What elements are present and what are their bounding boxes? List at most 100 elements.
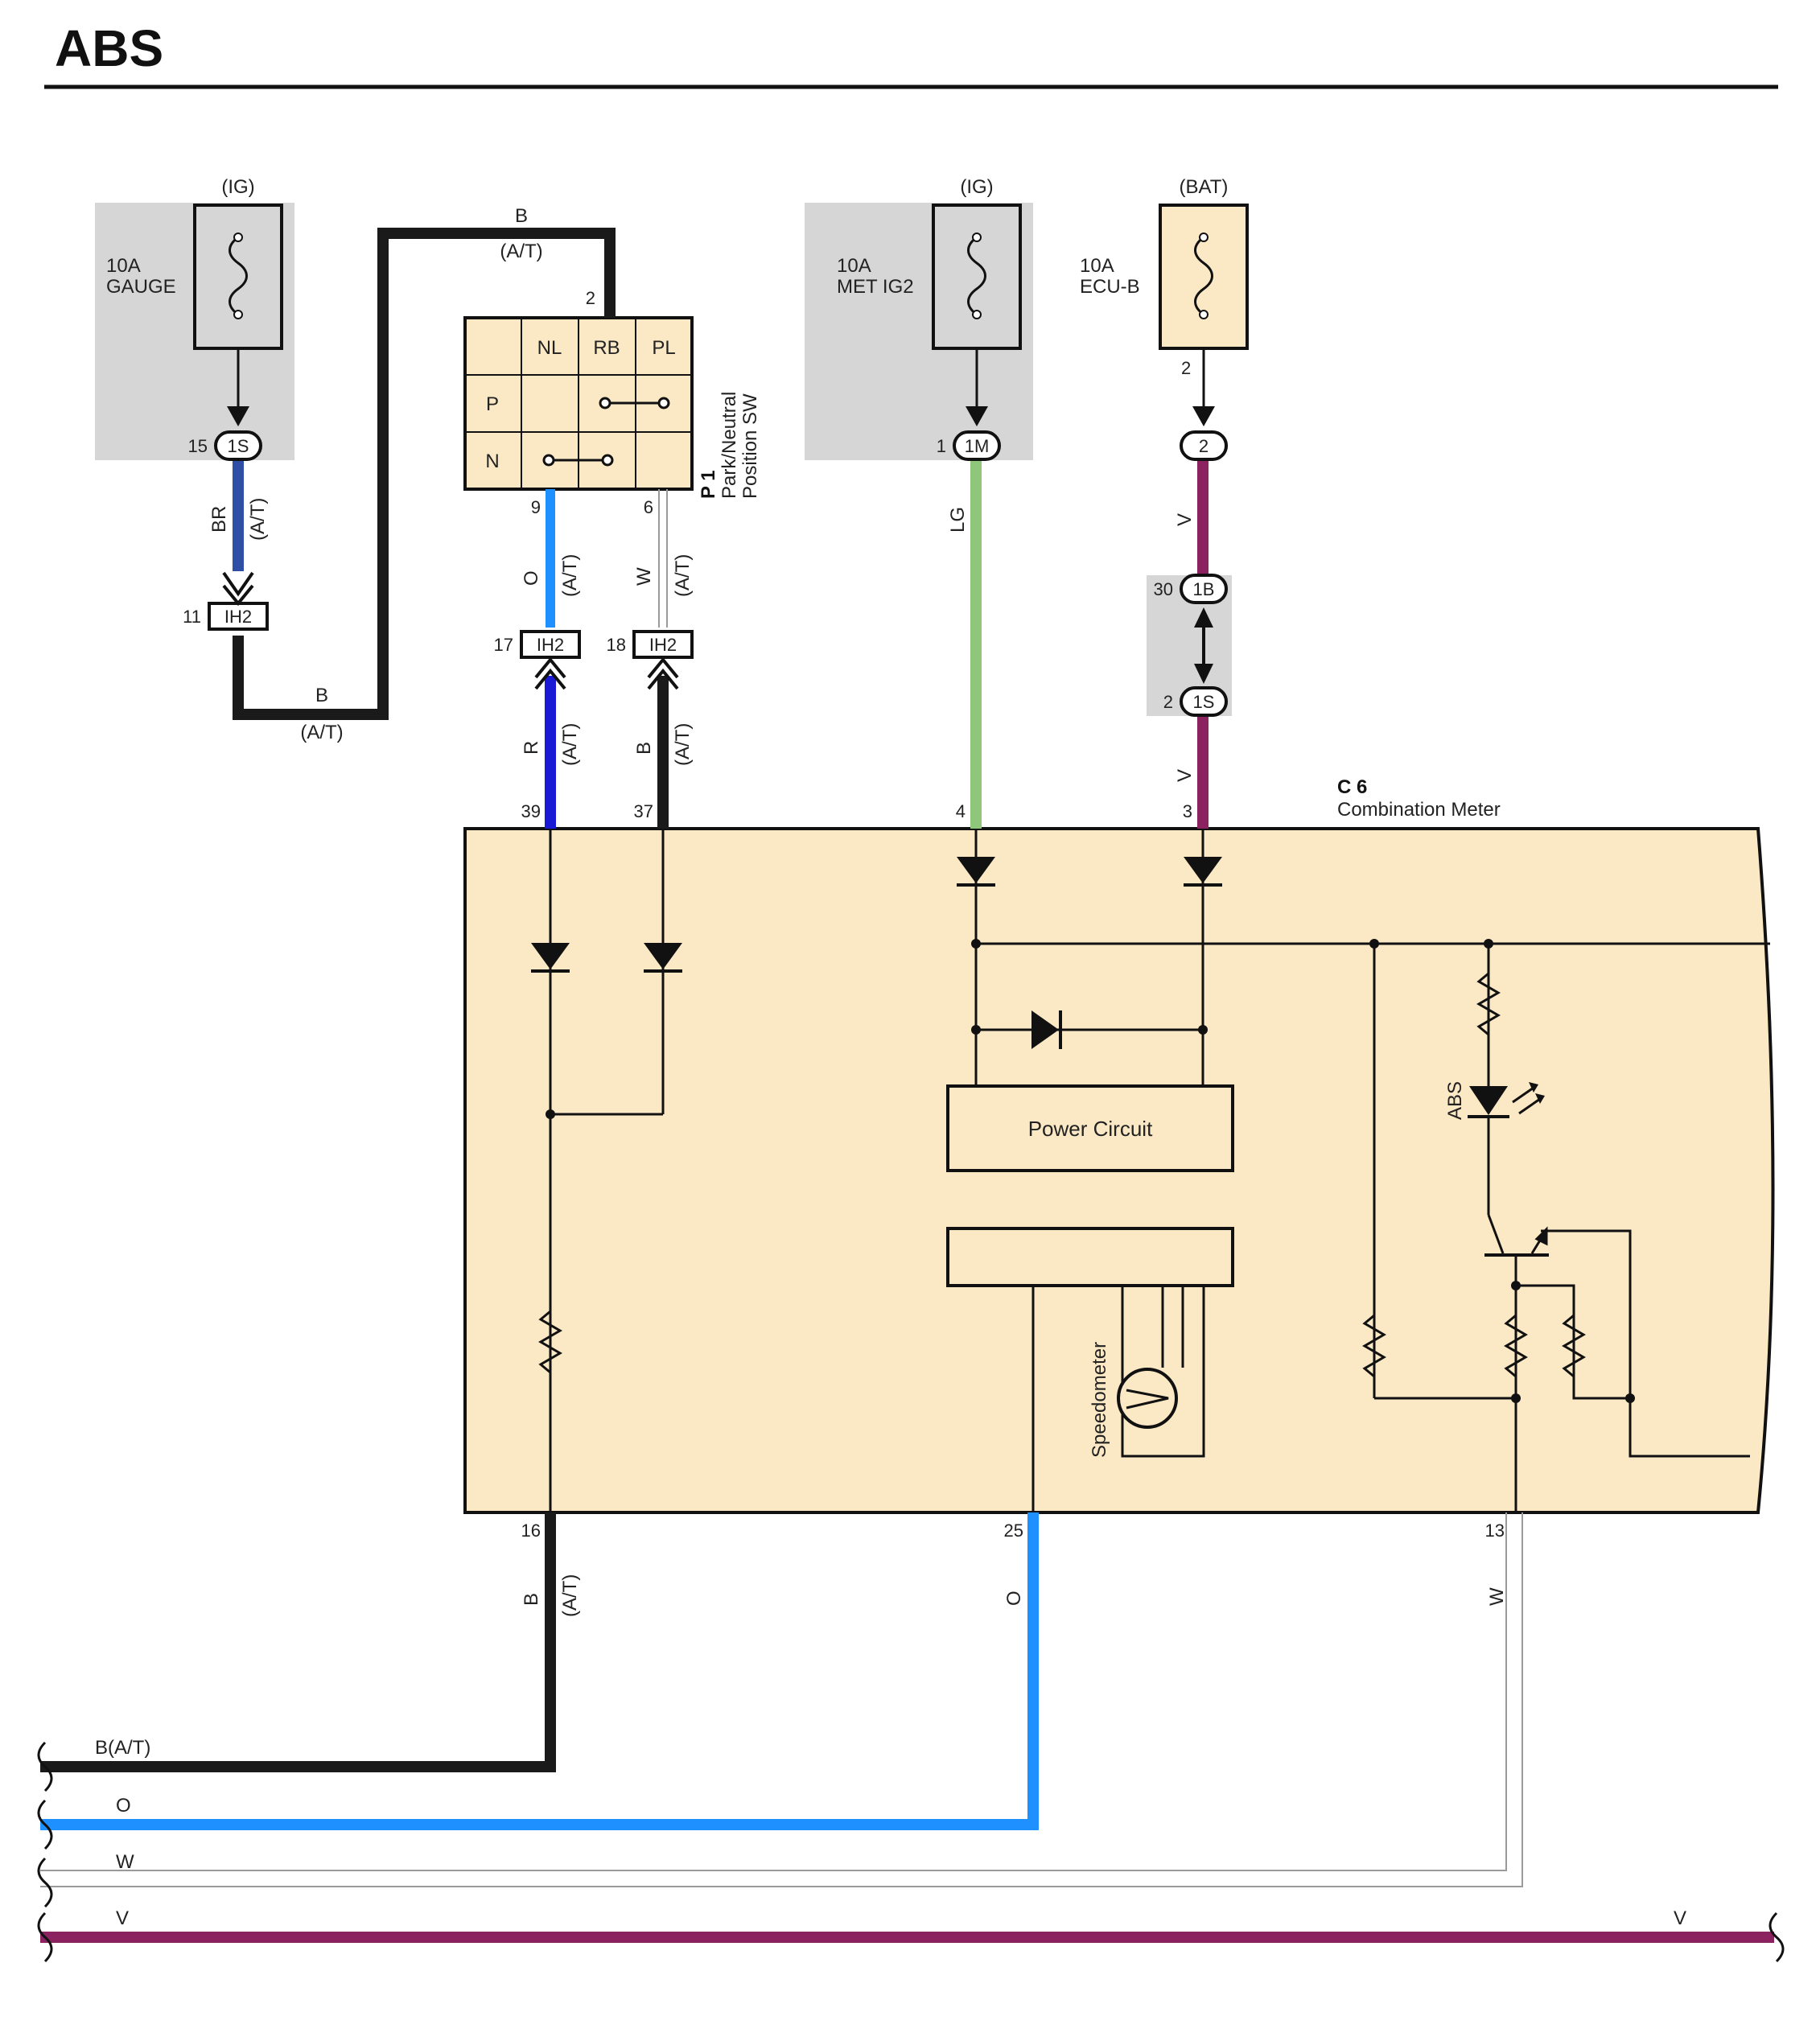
meter-diodes [531,857,1222,1049]
junction-block-shade-met [805,203,1033,460]
wire-label-r: R [521,741,542,755]
sw-col-nl: NL [537,337,562,359]
speedometer-label: Speedometer [1089,1342,1110,1458]
wire-label-b-16-at: (A/T) [559,1574,581,1617]
wire-label-b-bottom: B [315,685,328,706]
wire-label-b-16: B [521,1593,542,1606]
meter-pin-4: 4 [956,801,966,821]
connector-1s-lower-pin: 2 [1163,692,1173,712]
wire-label-o-25: O [1003,1591,1025,1606]
wire-o-25 [40,1512,1039,1830]
bus-label-v-right: V [1674,1907,1686,1929]
meter-pin-39: 39 [521,801,541,821]
connector-ih2-11-pin: 11 [183,607,201,627]
wire-w-13-a [40,1512,1507,1871]
bus-label-w: W [116,1851,134,1873]
meter-pin-37: 37 [634,801,653,821]
wire-label-o: O [521,570,542,586]
connector-1m [953,430,1001,461]
fuse-ecu-b [1159,204,1249,426]
ih2-18-arrow [647,656,679,679]
meter-name: Combination Meter [1337,799,1501,821]
abs-warning-led-icon [1468,1082,1545,1118]
sw-name-line1: Park/Neutral [719,392,740,499]
meter-pin-25: 25 [1004,1521,1023,1541]
wire-label-b-at: (A/T) [672,723,694,766]
connector-1m-code: 1M [965,436,990,456]
fuse-ecu-source: (BAT) [1180,176,1229,198]
connector-1s-gauge-code: 1S [228,436,249,456]
fuse-gauge-source: (IG) [221,176,254,198]
meter-pin-16: 16 [521,1521,541,1541]
connector-1s-lower [1180,686,1228,717]
ih2-17-arrow [534,656,566,679]
connector-1b [1180,574,1228,604]
connector-arrows-1b-1s [1194,607,1213,684]
wire-label-v-upper: V [1174,513,1196,526]
wire-label-o-at: (A/T) [559,554,581,597]
connector-2-ecu-code: 2 [1199,436,1209,456]
sw-name-line2: Position SW [739,393,761,499]
resistor-right-1 [1362,1314,1386,1378]
sw-pin-6: 6 [644,497,653,517]
connector-1s-lower-code: 1S [1193,692,1215,712]
wire-label-w: W [633,567,655,586]
connector-1b-pin: 30 [1154,579,1173,599]
fuse-met-ig2 [932,204,1022,426]
bus-label-b-at: B(A/T) [95,1737,150,1759]
transistor-icon [1484,1214,1549,1271]
sw-col-rb: RB [593,337,620,359]
page-title: ABS [55,19,163,77]
ih2-11-arrow2 [222,584,254,607]
sw-id: P 1 [698,470,719,499]
wire-label-b: B [633,742,655,755]
meter-pin-3: 3 [1183,801,1192,821]
junction-dots [546,939,1635,1403]
connector-ih2-17 [520,630,581,659]
fuse-ecu-pin: 2 [1181,358,1191,378]
meter-driver-box [946,1227,1234,1287]
wire-label-br: BR [208,506,230,533]
sw-row-p: P [486,393,499,415]
connector-ih2-17-code: IH2 [537,635,564,655]
ih2-11-arrow [222,571,254,597]
fuse-ecu-rating: 10A [1080,255,1114,277]
speedometer-gauge-icon [1117,1368,1178,1429]
sw-row-n: N [485,451,499,472]
fuse-met-rating: 10A [837,255,871,277]
power-circuit-box [946,1084,1234,1172]
wire-w-13-b [40,1512,1523,1887]
wire-b-at-loop [233,228,616,720]
connector-2-ecu [1180,430,1228,461]
connector-1s-gauge-pin: 15 [188,436,208,456]
resistor-left [538,1310,562,1374]
park-neutral-position-switch [463,316,694,491]
wire-label-at-top: (A/T) [500,241,542,262]
sw-pin-2: 2 [586,288,595,308]
wire-label-w-at: (A/T) [672,554,694,597]
wire-label-lg: LG [947,507,969,533]
bus-break-marks [37,1741,1785,1963]
bus-label-o: O [116,1795,131,1817]
ih2-17-arrow2 [534,668,566,690]
fuse-ecu-name: ECU-B [1080,276,1140,298]
resistor-right-3 [1562,1314,1586,1378]
abs-lamp-label: ABS [1444,1081,1466,1120]
connector-ih2-11-code: IH2 [224,607,252,627]
wire-label-br-at: (A/T) [247,498,269,541]
fuse-gauge-name: GAUGE [106,276,176,298]
speedometer-needle [1126,1389,1169,1409]
fuse-gauge-rating: 10A [106,255,141,277]
wire-label-v-lower: V [1174,769,1196,782]
fuse-met-source: (IG) [960,176,993,198]
meter-id: C 6 [1337,776,1367,798]
connector-1b-code: 1B [1193,579,1215,599]
sw-label-group: P 1 Park/Neutral Position SW [698,392,761,499]
wire-label-at-bottom: (A/T) [300,722,343,743]
connector-ih2-18-pin: 18 [607,635,626,655]
bus-label-v: V [116,1907,129,1929]
wire-b-16 [40,1512,556,1772]
wire-label-r-at: (A/T) [559,723,581,766]
meter-pin-13: 13 [1485,1521,1505,1541]
